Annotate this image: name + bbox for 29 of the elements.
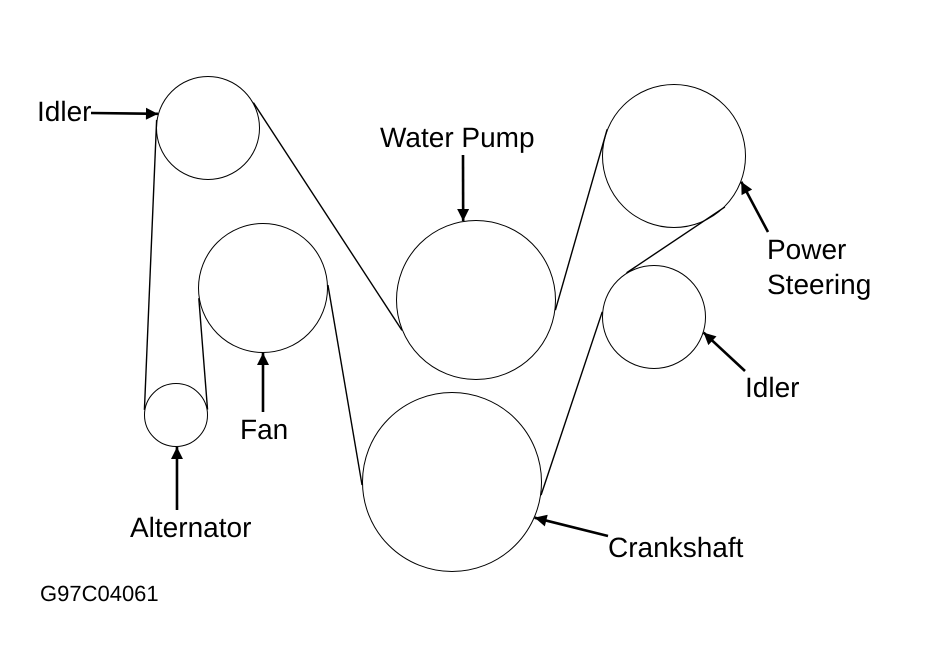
part-label: Idler: [745, 370, 800, 405]
leader-arrow: [740, 181, 770, 233]
leader-arrow: [257, 353, 269, 412]
part-label: Idler: [37, 94, 92, 129]
pulley-circle: [198, 223, 328, 353]
pulley-circle: [156, 76, 260, 180]
pulley-circle: [396, 220, 556, 380]
pulley-circle: [602, 84, 746, 228]
belt-line: [540, 312, 603, 496]
pulley-circle: [602, 265, 706, 369]
pulley-circle: [362, 392, 542, 572]
belt-line: [144, 120, 158, 410]
belt-line: [554, 129, 608, 310]
part-label: Alternator: [130, 510, 252, 545]
belt-line: [252, 102, 403, 331]
figure-code: G97C04061: [40, 580, 159, 608]
part-label: Power Steering: [767, 232, 897, 302]
leader-arrow: [170, 446, 183, 510]
leader-arrow: [534, 514, 608, 538]
belt-line: [626, 206, 726, 274]
part-label: Fan: [240, 412, 288, 447]
part-label: Crankshaft: [608, 530, 744, 565]
leader-arrow: [457, 155, 470, 222]
leader-arrow: [90, 108, 158, 120]
belt-line: [327, 284, 363, 486]
pulley-circle: [144, 383, 208, 447]
part-label: Water Pump: [380, 120, 535, 155]
belt-line: [198, 298, 208, 410]
leader-arrow: [702, 332, 746, 372]
